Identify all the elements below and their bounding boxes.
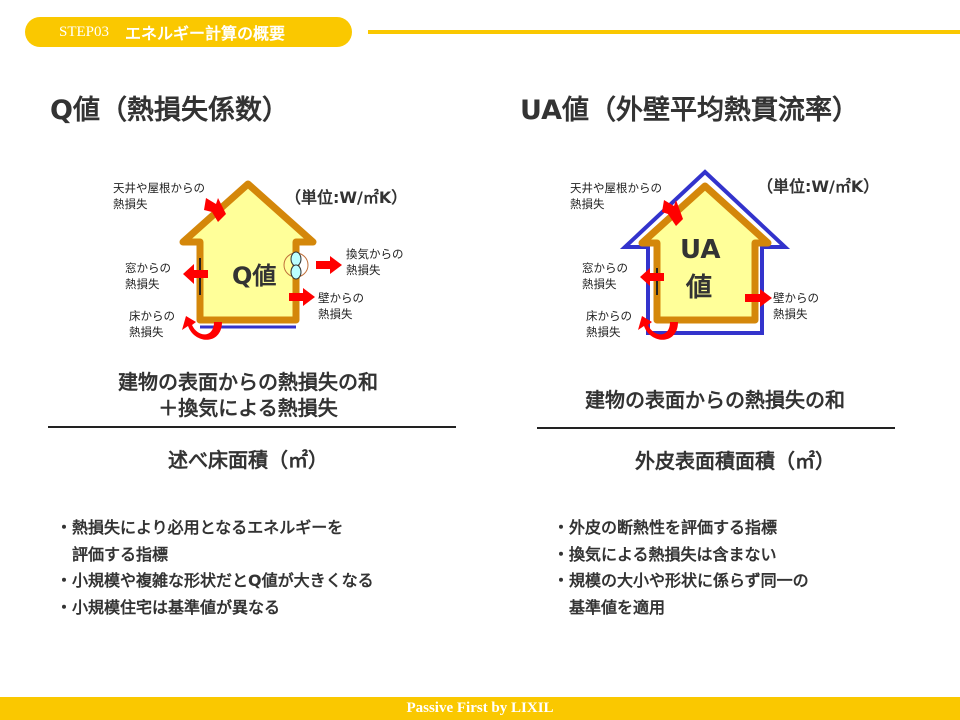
vent-loss-label-2: 熱損失: [346, 263, 381, 277]
ua-fraction-line: [537, 427, 895, 429]
house-label: Q値: [232, 262, 276, 290]
q-fraction-line: [48, 426, 456, 428]
floor-loss-label-2: 熱損失: [586, 325, 621, 339]
step-title: エネルギー計算の概要: [125, 24, 286, 43]
roof-arrow: [204, 198, 226, 222]
header-rule: [368, 30, 960, 34]
step-header: STEP03 エネルギー計算の概要: [25, 17, 352, 47]
window-loss-label: 窓からの: [582, 261, 628, 275]
ua-denominator: 外皮表面積面積（㎡）: [635, 449, 835, 473]
vent-loss-label: 換気からの: [346, 247, 404, 261]
unit-label: （単位:W/㎡K）: [285, 188, 407, 207]
house-body: [179, 180, 317, 324]
q-denominator: 述べ床面積（㎡）: [168, 448, 328, 472]
window-loss-label-2: 熱損失: [125, 277, 160, 291]
q-numerator-2: ＋換気による熱損失: [158, 396, 338, 420]
ua-numerator: 建物の表面からの熱損失の和: [585, 388, 845, 412]
roof-arrow: [662, 200, 683, 226]
bullet-item: ・外皮の断熱性を評価する指標: [553, 518, 778, 537]
roof-loss-label-2: 熱損失: [570, 197, 605, 211]
window-loss-label-2: 熱損失: [582, 277, 617, 291]
step-number: STEP03: [59, 23, 110, 40]
vent-arrow: [316, 256, 342, 274]
floor-loss-label-2: 熱損失: [129, 325, 164, 339]
q-bullets: ・熱損失により必用となるエネルギーを 評価する指標 ・小規模や複雑な形状だとQ値…: [56, 515, 374, 621]
bullet-item: ・換気による熱損失は含まない: [553, 544, 777, 564]
fan-icon: [283, 251, 309, 280]
ua-bullets: ・外皮の断熱性を評価する指標 ・換気による熱損失は含まない ・規模の大小や形状に…: [553, 515, 809, 621]
wall-loss-label: 壁からの: [318, 291, 364, 305]
q-value-title: Q値（熱損失係数）: [50, 95, 289, 126]
house-label-1: UA: [680, 235, 720, 265]
floor-arrow: [182, 316, 222, 340]
bullet-item: ・熱損失により必用となるエネルギーを 評価する指標: [56, 518, 344, 564]
ua-value-house-diagram: UA 値 （単位:W/㎡K） 天井や屋根からの 熱損失 窓からの 熱損失 壁から…: [570, 169, 879, 340]
unit-label: （単位:W/㎡K）: [757, 177, 879, 196]
wall-loss-label: 壁からの: [773, 291, 819, 305]
window-arrow: [640, 268, 664, 286]
footer: Passive First by LIXIL: [0, 697, 960, 720]
bullet-item: ・規模の大小や形状に係らず同一の 基準値を適用: [553, 571, 809, 617]
roof-loss-label: 天井や屋根からの: [113, 181, 205, 195]
q-numerator-1: 建物の表面からの熱損失の和: [118, 370, 378, 394]
window-arrow: [183, 264, 208, 284]
wall-loss-label-2: 熱損失: [773, 307, 808, 321]
bullet-item: ・小規模や複雑な形状だとQ値が大きくなる: [56, 571, 374, 590]
floor-arrow: [638, 316, 678, 340]
roof-loss-label-2: 熱損失: [113, 197, 148, 211]
roof-loss-label: 天井や屋根からの: [570, 181, 662, 195]
q-value-house-diagram: Q値 （単位:W/㎡K） 天井や屋根からの 熱損失 窓からの 熱損失 換気からの…: [113, 180, 407, 340]
bullet-item: ・小規模住宅は基準値が異なる: [56, 597, 281, 617]
floor-loss-label: 床からの: [586, 309, 632, 323]
wall-loss-label-2: 熱損失: [318, 307, 353, 321]
envelope-outline: [619, 169, 791, 335]
window-loss-label: 窓からの: [125, 261, 171, 275]
floor-loss-label: 床からの: [129, 309, 175, 323]
wall-arrow: [289, 288, 315, 306]
house-label-2: 値: [685, 273, 712, 303]
wall-arrow: [745, 289, 772, 307]
ua-value-title: UA値（外壁平均熱貫流率）: [520, 95, 859, 126]
